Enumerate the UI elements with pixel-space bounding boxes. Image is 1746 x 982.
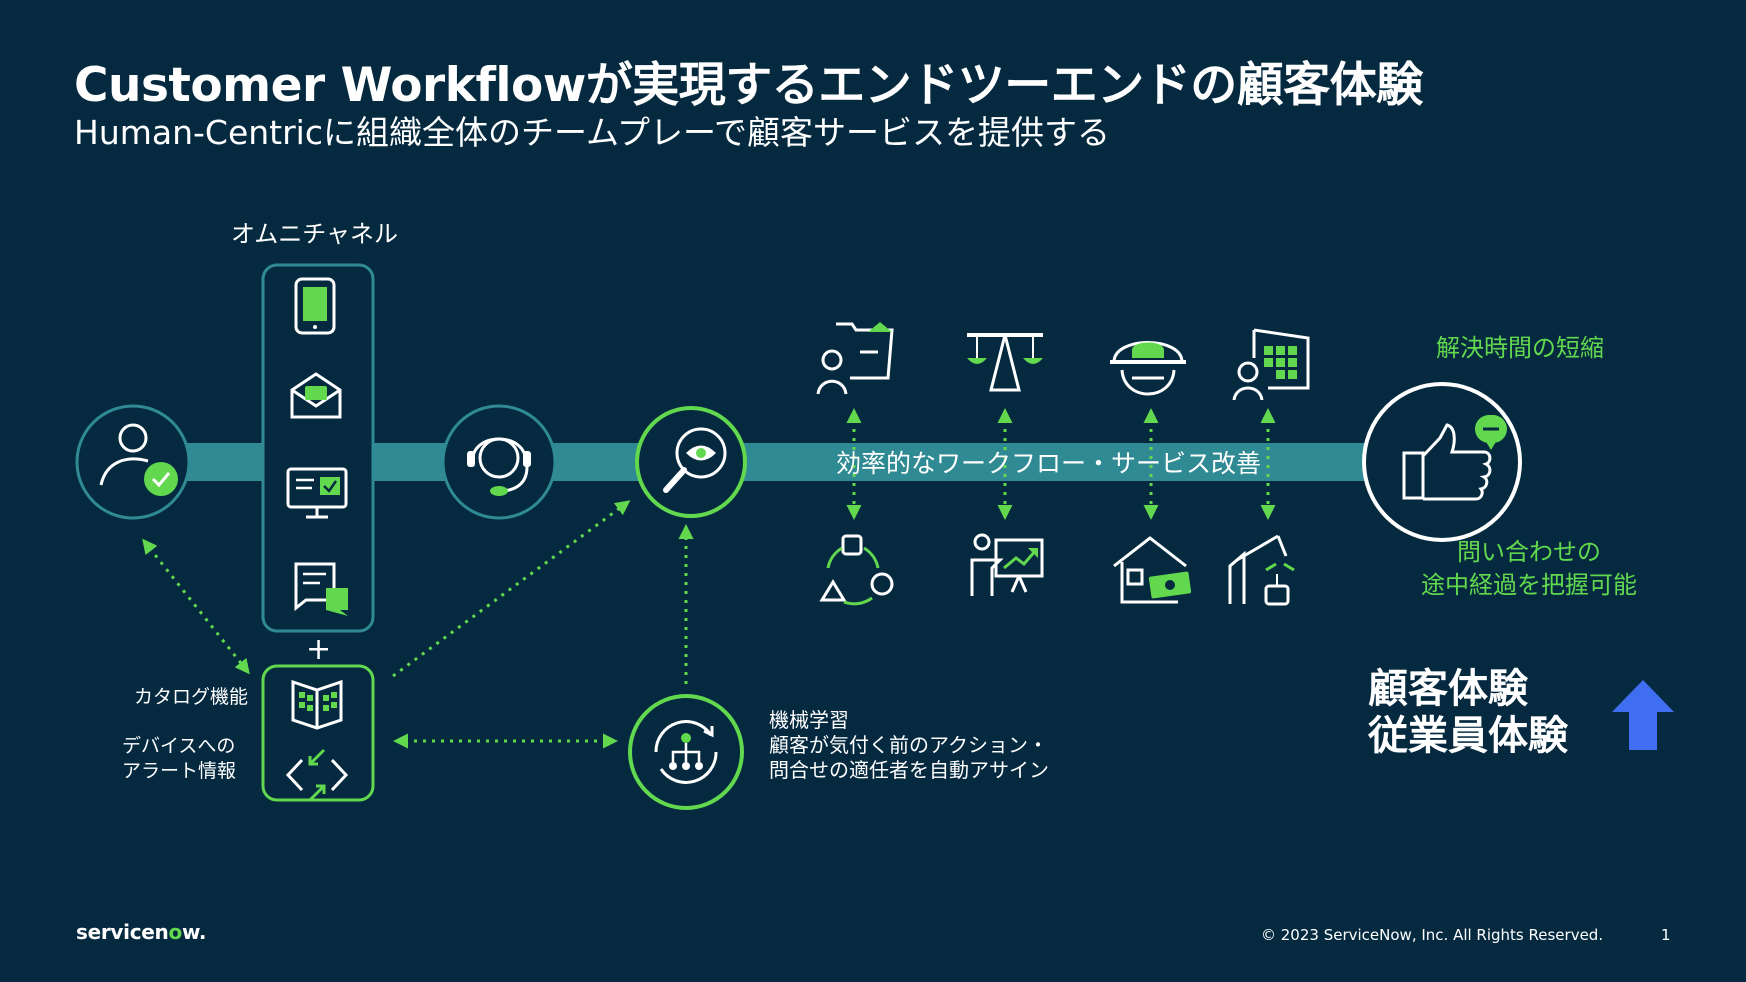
- servicenow-logo: servicenow.: [76, 920, 206, 944]
- person-folder-icon: [816, 322, 894, 395]
- catalog-alert-panel: [261, 664, 375, 802]
- code-arrows-icon: [285, 748, 349, 802]
- catalog-label: カタログ機能: [134, 686, 249, 708]
- hardhat-worker-icon: [1110, 341, 1186, 396]
- envelope-icon: [290, 372, 342, 419]
- monitor-check-icon: [286, 467, 348, 519]
- logo-text: w.: [181, 920, 207, 944]
- mobile-phone-icon: [294, 277, 336, 335]
- experience-text: 顧客体験 従業員体験: [1368, 666, 1568, 760]
- employee-experience-line: 従業員体験: [1368, 713, 1568, 759]
- ml-line: 問合せの適任者を自動アサイン: [769, 758, 1049, 782]
- copyright: © 2023 ServiceNow, Inc. All Rights Reser…: [1261, 926, 1604, 944]
- workflow-band-label: 効率的なワークフロー・サービス改善: [836, 449, 1262, 478]
- plus-sign: +: [306, 632, 332, 667]
- slide-title: Customer Workflowが実現するエンドツーエンドの顧客体験: [74, 58, 1423, 113]
- shapes-cycle-icon: [819, 534, 894, 606]
- agent-headset-icon: [441, 404, 557, 520]
- ml-line: 機械学習: [769, 708, 849, 732]
- machine-learning-text: 機械学習 顧客が気付く前のアクション・ 問合せの適任者を自動アサイン: [769, 708, 1049, 783]
- crane-icon: [1228, 534, 1295, 606]
- balance-scale-icon: [967, 333, 1043, 392]
- presenter-chart-icon: [970, 533, 1044, 596]
- ml-line: 顧客が気付く前のアクション・: [769, 733, 1048, 757]
- progress-line: 途中経過を把握可能: [1421, 571, 1637, 599]
- person-building-icon: [1232, 328, 1310, 401]
- progress-line: 問い合わせの: [1457, 538, 1601, 566]
- chat-document-icon: [294, 562, 348, 616]
- omnichannel-label: オムニチャネル: [231, 220, 399, 248]
- device-alert-label: デバイスへの アラート情報: [122, 734, 236, 784]
- device-alert-line: デバイスへの: [122, 735, 236, 757]
- page-number: 1: [1661, 926, 1671, 944]
- customer-icon: [75, 404, 191, 520]
- progress-visibility-label: 問い合わせの 途中経過を把握可能: [1412, 536, 1646, 602]
- omnichannel-panel: [261, 263, 375, 633]
- logo-text: servicen: [76, 920, 169, 944]
- device-alert-line: アラート情報: [122, 760, 237, 782]
- up-arrow-icon: [1612, 680, 1674, 750]
- machine-learning-icon: [628, 694, 744, 810]
- short-resolution-label: 解決時間の短縮: [1436, 334, 1604, 362]
- house-money-icon: [1113, 536, 1192, 604]
- logo-o: o: [168, 920, 182, 944]
- connector-arrows: [142, 408, 1276, 749]
- magnifier-eye-icon: [635, 406, 747, 518]
- slide-subtitle: Human-Centricに組織全体のチームプレーで顧客サービスを提供する: [74, 113, 1111, 152]
- customer-experience-line: 顧客体験: [1368, 666, 1528, 712]
- catalog-book-icon: [291, 679, 343, 730]
- thumbs-up-icon: [1362, 382, 1522, 542]
